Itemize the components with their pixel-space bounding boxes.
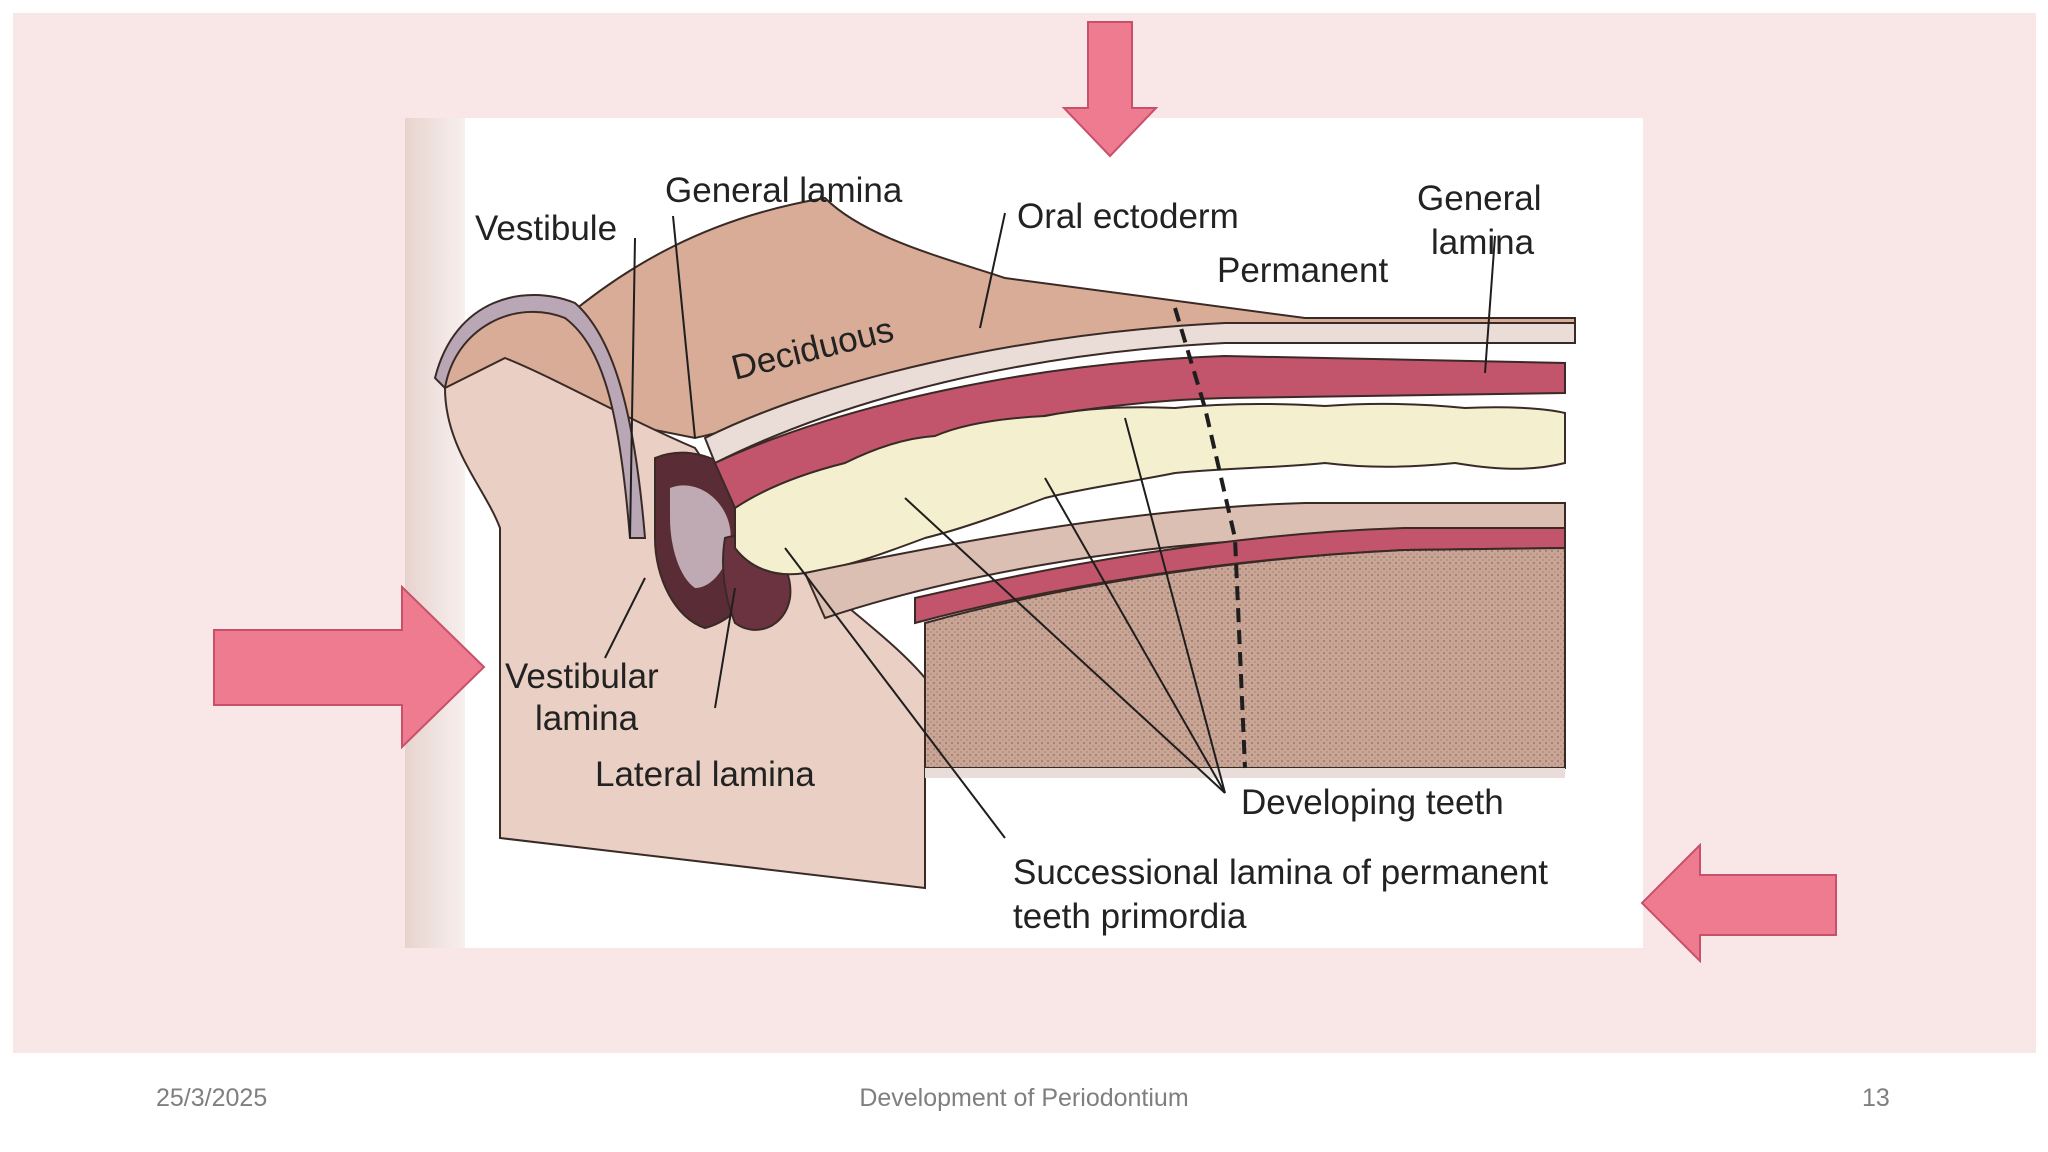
label-general-lamina-top: General lamina <box>665 171 903 210</box>
label-general-lamina-right-2: lamina <box>1431 223 1535 262</box>
label-vestibular-lamina-1: Vestibular <box>505 657 659 696</box>
label-lateral-lamina: Lateral lamina <box>595 755 815 794</box>
arrow-right-icon <box>213 585 486 750</box>
vestibule-fold <box>433 294 647 539</box>
footer-page-number: 13 <box>1862 1084 1890 1112</box>
arrow-down-icon <box>1061 21 1159 158</box>
label-successional-lamina-1: Successional lamina of permanent <box>1013 853 1548 892</box>
label-developing-teeth: Developing teeth <box>1241 783 1504 822</box>
diagram-svg: Vestibule General lamina Oral ectoderm G… <box>405 118 1576 948</box>
tooth-development-diagram: Vestibule General lamina Oral ectoderm G… <box>405 118 1643 948</box>
footer-title: Development of Periodontium <box>859 1084 1189 1112</box>
leader-lines <box>604 212 1496 839</box>
page-shading <box>405 118 465 948</box>
lamina-cross-section-inner <box>670 485 731 588</box>
label-successional-lamina-2: teeth primordia <box>1013 897 1247 936</box>
deciduous-permanent-boundary <box>1173 307 1247 769</box>
label-vestibule: Vestibule <box>475 209 617 248</box>
footer-date: 25/3/2025 <box>156 1084 268 1112</box>
arrow-left-icon <box>1640 843 1837 963</box>
label-general-lamina-right-1: General <box>1417 179 1542 218</box>
jaw-bone-block <box>924 546 1566 769</box>
block-base <box>925 768 1565 778</box>
label-permanent: Permanent <box>1217 251 1388 290</box>
label-oral-ectoderm: Oral ectoderm <box>1017 197 1239 236</box>
label-vestibular-lamina-2: lamina <box>535 699 639 738</box>
